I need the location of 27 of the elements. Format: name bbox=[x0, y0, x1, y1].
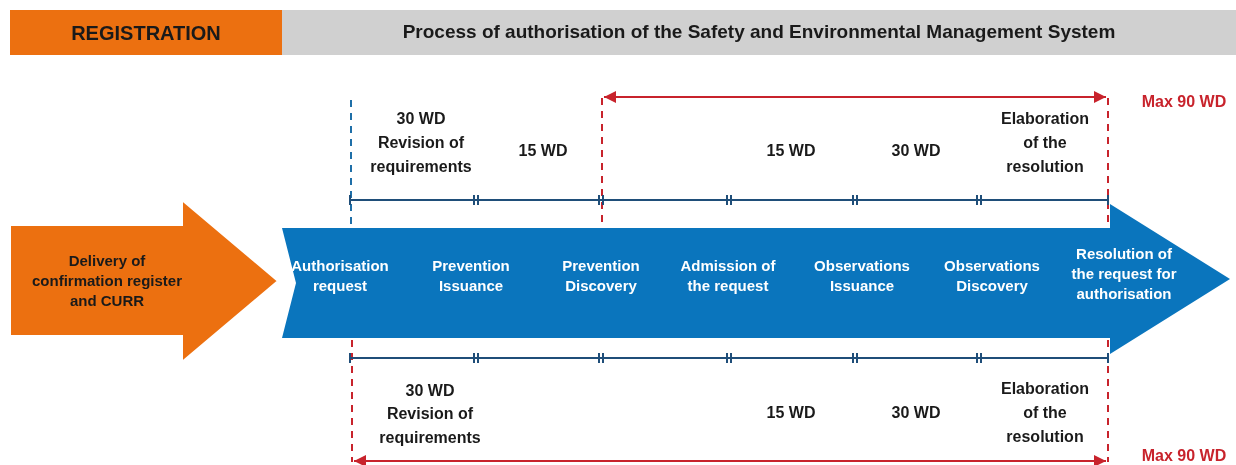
title-text: Process of authorisation of the Safety and Environmental Management System bbox=[402, 20, 1116, 45]
duration-label: Elaboration of the resolution bbox=[1000, 109, 1090, 177]
stage-label: Authorisation request bbox=[290, 256, 390, 296]
duration-label: Revision of requirements bbox=[378, 404, 482, 448]
arrow-shape bbox=[10, 200, 280, 362]
title-band bbox=[282, 10, 1236, 55]
stage-label: Prevention Discovery bbox=[561, 256, 641, 296]
stage-label: Observations Discovery bbox=[943, 256, 1041, 296]
header-text: REGISTRATION bbox=[71, 20, 221, 46]
header-band bbox=[10, 10, 282, 55]
duration-label: 30 WD bbox=[890, 141, 942, 161]
duration-label: 15 WD bbox=[765, 403, 817, 423]
duration-label: 30 WD bbox=[890, 403, 942, 423]
duration-label: 30 WD bbox=[404, 381, 456, 401]
stage-label: Admission of the request bbox=[679, 256, 777, 296]
duration-label: 15 WD bbox=[517, 141, 569, 161]
duration-label: Elaboration of the resolution bbox=[1000, 379, 1090, 447]
stage-label: Observations Issuance bbox=[813, 256, 911, 296]
arrow-shape bbox=[282, 204, 1232, 354]
stage-label: Resolution of the request for authorisation bbox=[1070, 244, 1178, 304]
duration-label: Revision of requirements bbox=[369, 133, 473, 177]
duration-label: 30 WD bbox=[395, 109, 447, 129]
duration-label: 15 WD bbox=[765, 141, 817, 161]
step-label: Delivery of confirmation register and CURR bbox=[31, 251, 183, 311]
stage-label: Prevention Issuance bbox=[431, 256, 511, 296]
duration-label: Max 90 WD bbox=[1140, 446, 1228, 465]
duration-label: Max 90 WD bbox=[1140, 92, 1228, 112]
